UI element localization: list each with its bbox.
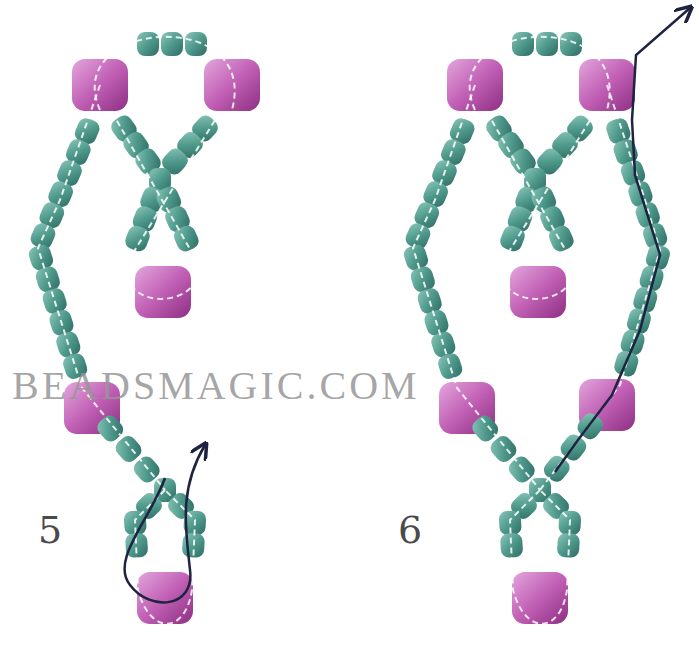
large-bead <box>512 572 568 624</box>
large-bead <box>510 266 566 318</box>
seed-bead <box>546 223 576 254</box>
thread-path <box>487 112 595 299</box>
seed-bead <box>560 32 582 56</box>
step-number: 5 <box>38 508 62 552</box>
seed-bead <box>161 32 183 56</box>
seed-bead <box>436 351 464 380</box>
seed-bead <box>498 223 527 253</box>
thread-path <box>540 85 660 490</box>
thread-arrow <box>125 445 205 602</box>
step-number: 6 <box>398 508 422 552</box>
thread-path <box>112 112 220 299</box>
large-bead <box>135 266 191 318</box>
thread-path <box>38 85 165 490</box>
thread-path <box>95 37 235 110</box>
seed-bead <box>123 223 152 253</box>
seed-bead <box>185 32 207 56</box>
seed-bead <box>137 32 159 56</box>
seed-bead <box>171 223 201 254</box>
seed-bead <box>500 533 523 558</box>
watermark: BEADSMAGIC.COM <box>12 362 420 409</box>
thread-arrow <box>555 8 690 472</box>
seed-bead <box>536 32 558 56</box>
seed-bead <box>512 32 534 56</box>
thread-path <box>510 490 570 624</box>
thread-path <box>413 85 540 490</box>
thread-path <box>470 37 610 110</box>
large-bead <box>204 59 260 111</box>
